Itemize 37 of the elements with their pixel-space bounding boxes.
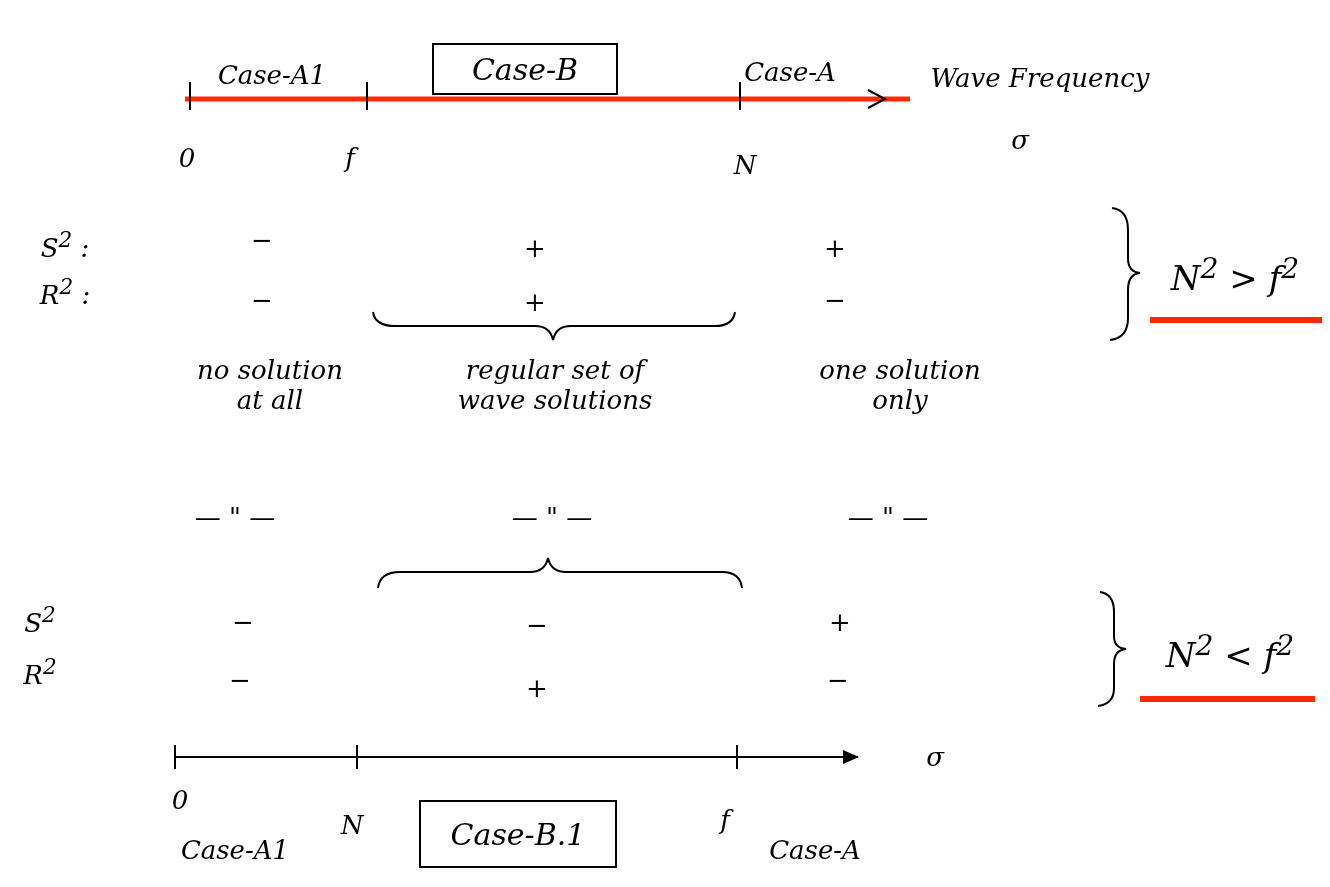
tick-label: N [340,810,364,840]
sign: + [829,607,851,637]
sign: − [251,285,273,315]
tick-label: 0 [171,785,189,815]
ditto-mark: — " — [847,502,929,532]
sign: − [232,607,254,637]
row-label: R$^{2}$ [23,654,57,690]
condition-label: N$^{2}$ > f$^{2}$ [1170,251,1300,299]
sign: − [824,285,846,315]
sign: + [526,673,548,703]
sign: + [524,287,546,317]
case-label: Case-A1 [180,835,290,865]
row-label: S$^{2}$ : [40,227,90,263]
case-label: Case-A [769,835,861,865]
ditto-mark: — " — [511,502,593,532]
row-label: S$^{2}$ [24,602,56,638]
sign: − [526,610,548,640]
tick-label: N [733,150,757,180]
case-label: Case-A [744,57,836,87]
note: no solution at all [196,355,344,415]
sign: + [824,233,846,263]
note: one solution only [818,355,982,415]
case-label: Case-A1 [217,60,327,90]
tick-label: 0 [178,143,196,173]
note: regular set of wave solutions [456,355,654,415]
condition-label: N$^{2}$ < f$^{2}$ [1165,628,1295,676]
axis-title: Wave Frequency [930,63,1150,93]
ditto-mark: — " — [194,502,276,532]
axis-symbol: σ [1011,125,1029,155]
case-box: Case-B [432,43,618,95]
row-label: R$^{2}$ : [39,274,91,310]
axis-symbol: σ [926,742,944,772]
sign: − [827,665,849,695]
sign: − [251,225,273,255]
sign: + [524,233,546,263]
sign: − [229,665,251,695]
case-box: Case-B.1 [419,800,617,868]
